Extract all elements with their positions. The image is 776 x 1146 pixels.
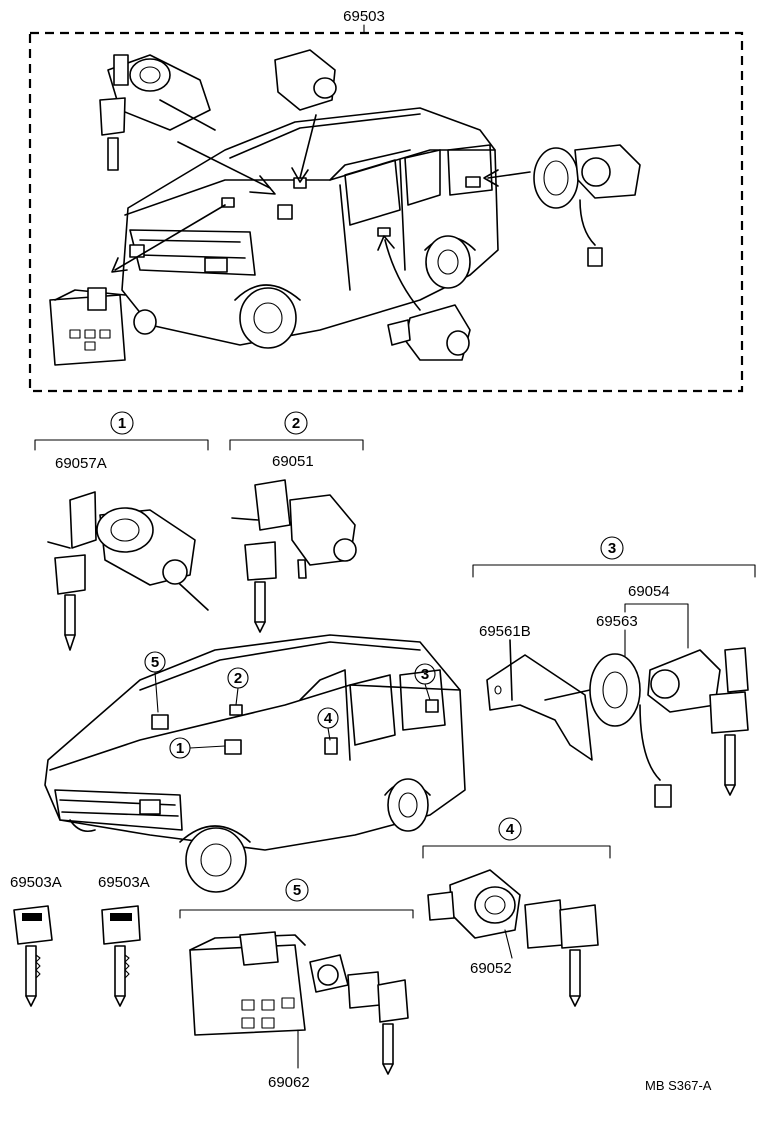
assembly-frame: 69503 xyxy=(28,8,744,393)
glove-box-lock-top xyxy=(274,49,337,183)
callout-3: 3 xyxy=(421,666,429,683)
switch-box-top xyxy=(49,204,226,366)
group-1: 1 69057A xyxy=(34,411,209,651)
group-3-part-number-bracket: 69561B xyxy=(479,623,531,640)
group-1-part-number: 69057A xyxy=(55,455,107,472)
glove-box-lock xyxy=(231,479,357,633)
back-door-lock-top xyxy=(483,144,641,267)
group-3-number: 3 xyxy=(608,540,616,557)
door-lock-cylinder xyxy=(427,869,599,1007)
callout-4: 4 xyxy=(324,710,333,727)
back-door-lock-bracket xyxy=(486,639,593,761)
diagram-code: MB S367-A xyxy=(645,1078,712,1093)
group-5-number: 5 xyxy=(293,882,301,899)
key-1-part-number: 69503A xyxy=(10,874,62,891)
switch-box-assembly xyxy=(189,931,409,1075)
vehicle-illustration-bottom xyxy=(44,634,466,893)
callout-5: 5 xyxy=(151,654,159,671)
group-4-part-number: 69052 xyxy=(470,960,512,977)
ignition-cylinder-top xyxy=(99,54,276,195)
back-door-lock-cylinder xyxy=(589,647,749,808)
group-3-part-number-ring: 69563 xyxy=(596,613,638,630)
ignition-cylinder-assembly xyxy=(47,491,209,651)
door-lock-top xyxy=(377,235,471,361)
group-1-number: 1 xyxy=(118,415,126,432)
group-5-part-number: 69062 xyxy=(268,1074,310,1091)
assembly-part-number: 69503 xyxy=(343,8,385,25)
group-2-number: 2 xyxy=(292,415,300,432)
key-2-part-number: 69503A xyxy=(98,874,150,891)
group-2-part-number: 69051 xyxy=(272,453,314,470)
callout-1: 1 xyxy=(176,740,184,757)
group-3-part-number-main: 69054 xyxy=(628,583,670,600)
key-1: 69503A xyxy=(10,874,62,1007)
group-2: 2 69051 xyxy=(229,411,364,633)
group-3: 3 69054 69561B 69563 xyxy=(472,536,756,808)
group-4: 4 69052 xyxy=(422,817,611,1007)
vehicle-callouts: 5 2 1 3 4 xyxy=(144,651,436,759)
vehicle-illustration-top xyxy=(121,107,499,349)
key-2: 69503A xyxy=(98,874,150,1007)
callout-2: 2 xyxy=(234,670,242,687)
group-5: 5 69062 xyxy=(179,878,414,1091)
group-4-number: 4 xyxy=(506,821,515,838)
